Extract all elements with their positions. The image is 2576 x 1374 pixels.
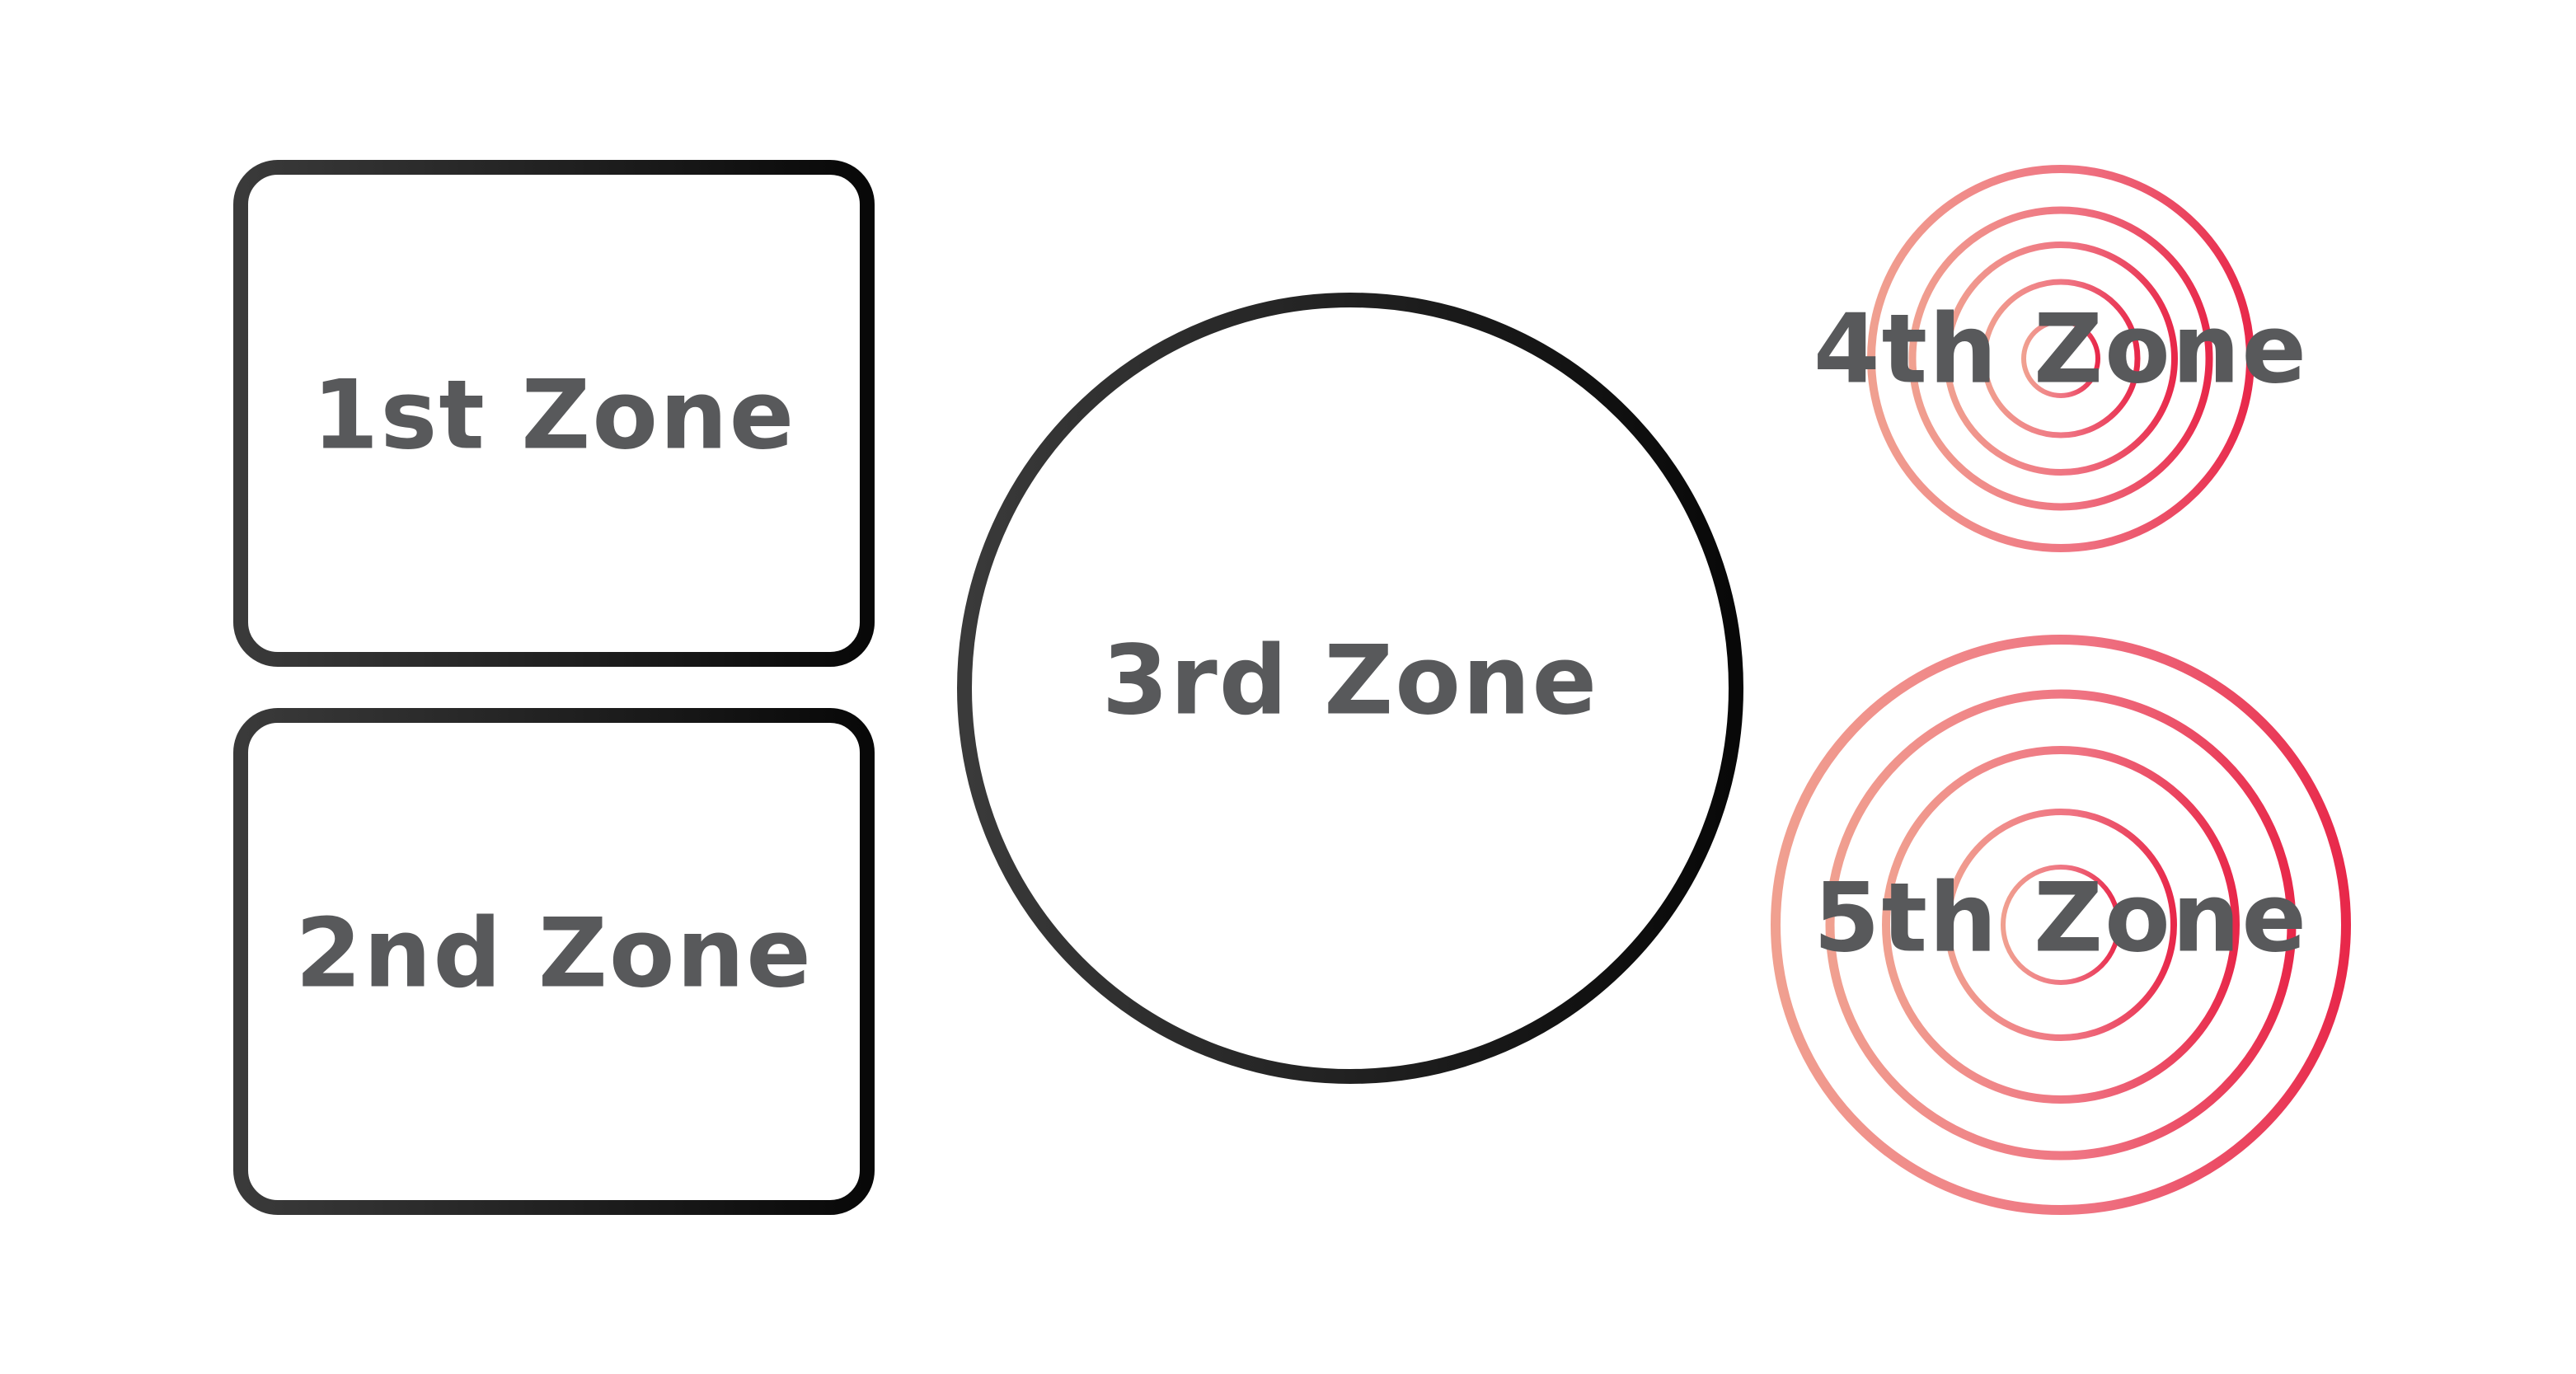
zone-2: 2nd Zone [233,708,875,1215]
zone-3-label: 3rd Zone [1102,626,1598,737]
zone-4-ring-2 [1908,206,2213,511]
zone-4-ring-5 [2021,319,2100,398]
zone-1: 1st Zone [233,160,875,667]
zone-5-ring-4 [1945,809,2177,1041]
zone-4: 4th Zone [1814,165,2308,552]
zone-1-frame [233,160,875,667]
zone-5-ring-5 [2001,865,2121,985]
zone-5-ring-3 [1882,746,2240,1104]
zone-2-frame [233,708,875,1215]
zone-4-ring-3 [1944,242,2178,476]
zone-3: 3rd Zone [957,293,1743,1084]
zone-2-label: 2nd Zone [295,898,813,1010]
zone-4-ring-1 [1867,165,2255,552]
zone-4-ring-4 [1981,279,2141,438]
zone-5-ring-2 [1825,689,2297,1161]
zone-1-label: 1st Zone [312,360,796,471]
zone-4-label: 4th Zone [1814,294,2308,406]
zone-5-label: 5th Zone [1814,863,2308,974]
zone-5: 5th Zone [1771,635,2351,1215]
zone-5-ring-1 [1771,635,2351,1215]
zone-3-frame [957,293,1743,1084]
